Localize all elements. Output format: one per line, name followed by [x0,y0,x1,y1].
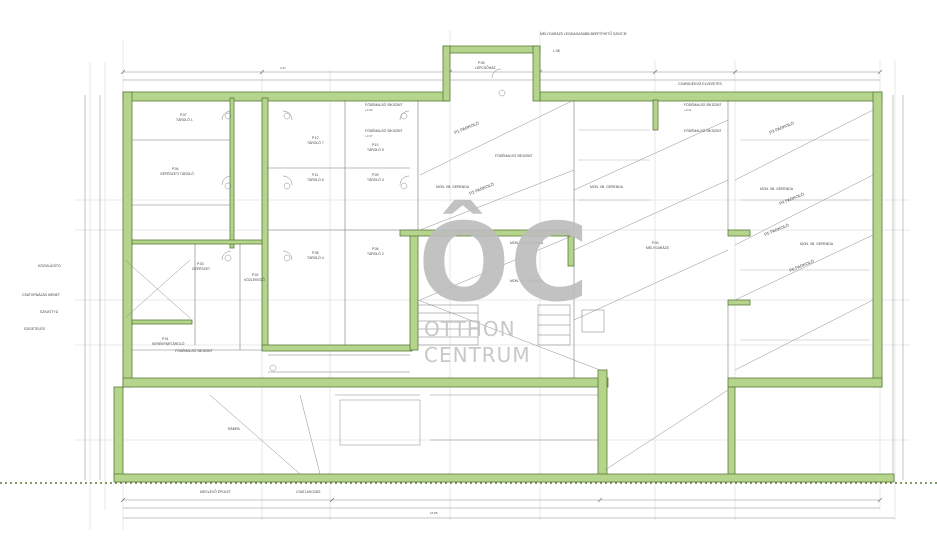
watermark: ÔC OTTHON CENTRUM [418,199,589,367]
room-name: TÁROLÓ 7 [307,140,324,145]
room-title: P.12 [312,136,319,140]
room-name: GÉPÉSZETI TÁROLÓ [160,171,194,176]
stair [417,304,605,346]
partitions [132,100,729,378]
beam-labels: MON. VB. GERENDA MON. VB. GERENDA MON. V… [175,102,834,353]
room-title: P.06 [372,247,379,251]
room-title: P.10 [372,143,379,147]
room-title: P.01 [162,337,169,341]
beam-label: MON. VB. GERENDA [510,241,544,245]
room-title: P.07 [180,113,187,117]
ramp [209,394,598,475]
room-name: TÁROLÓ 2 [367,251,384,256]
stall-lines [578,129,870,341]
watermark-line1: OTTHON [424,317,516,341]
beam-label: MON. VB. GERENDA [760,187,794,191]
parking-label: P4 PARKOLÓ [779,191,806,206]
parking-label: P6 PARKOLÓ [789,258,816,273]
watermark-logo: ÔC [418,199,589,326]
dimension-label: 3.47 [280,66,286,70]
room-title: P.08 [312,251,319,255]
level-label: +0.46 [365,108,373,112]
ceiling-label: FÖDÉMALSÓ SÍKSZINT [365,128,403,133]
room-labels: P.05 LÉPCSŐHÁZ P.07 TÁROLÓ 1 P.04 GÉPÉSZ… [152,61,670,346]
beam-label: MON. VB. GERENDA [590,185,624,189]
room-name: TÁROLÓ 6 [307,177,324,182]
ceiling-label: FÖDÉMALSÓ SÍKSZINT [684,102,722,107]
walls [113,45,895,483]
beam-label: MON. VB. GERENDA [436,185,470,189]
ramp-label: RÁMPA [228,427,241,431]
ceiling-label: FÖDÉMALSÓ SÍKSZINT [365,102,403,107]
parking-label: P3 PARKOLÓ [769,120,796,135]
bottom-note: MEGLÉVŐ ÉPÜLET [200,489,231,494]
dimension-label: 16.85 [430,511,438,515]
dimension-ticks [120,69,883,503]
top-note: MÉLYGARÁZS LEGMAGASABB BEÉPÍTHETŐ SZINTJ… [540,31,628,36]
room-name: KÖZLEKEDŐ [244,277,265,282]
room-name: LÉPCSŐHÁZ [475,65,496,70]
side-label: SZIGETELÉS [24,326,46,331]
doors [221,68,502,261]
room-title: P.02 [252,273,259,277]
side-label: CSATORNÁZÁS MENET [22,293,60,297]
room-title: P.11 [312,173,318,177]
parking-label: P2 PARKOLÓ [469,181,496,196]
room-title: P.03 [197,262,204,266]
top-note: L.08 [553,49,560,53]
room-title: P.00 [652,241,659,245]
parking-diagonals [124,99,874,471]
right-note: CSAPADÉKVÍZ ELVEZETÉS [678,81,723,86]
level-label: +0.41 [684,108,692,112]
bottom-note: CSATLAKOZÁS [296,490,321,494]
room-name: TÁROLÓ 5 [367,147,384,152]
room-title: P.04 [172,167,179,171]
fixtures [224,89,506,372]
ceiling-label: FÖDÉMALSÓ SÍKSZINT [684,128,722,133]
room-name: GÉPÉSZET [192,266,210,271]
ceiling-label: FÖDÉMALSÓ SÍKSZINT [175,348,213,353]
room-title: P.05 [478,61,485,65]
dimension-chains [84,71,904,519]
parking-label: P5 PARKOLÓ [764,222,791,237]
side-label: SZIVATTYÚ [40,309,59,314]
side-labels: KÖZVILÁGÍTÓ CSATORNÁZÁS MENET SZIVATTYÚ … [22,31,723,515]
beam-label: MON. VB. GERENDA [510,279,544,283]
room-name: TÁROLÓ 4 [307,255,324,260]
level-label: +0.37 [365,134,373,138]
room-name: TÁROLÓ 3 [367,177,384,182]
side-label: KÖZVILÁGÍTÓ [38,263,61,268]
parking-label: P1 PARKOLÓ [454,120,481,135]
ceiling-label: FÖDÉMALSÓ SÍKSZINT [495,153,533,158]
beam-label: MON. VB. GERENDA [800,242,834,246]
room-title: P.09 [372,173,379,177]
room-name: MÉLYGARÁZS [646,245,670,250]
room-name: TÁROLÓ 1 [176,117,193,122]
room-name: KERÉKPÁRTÁROLÓ [152,341,185,346]
watermark-line2: CENTRUM [424,343,531,367]
